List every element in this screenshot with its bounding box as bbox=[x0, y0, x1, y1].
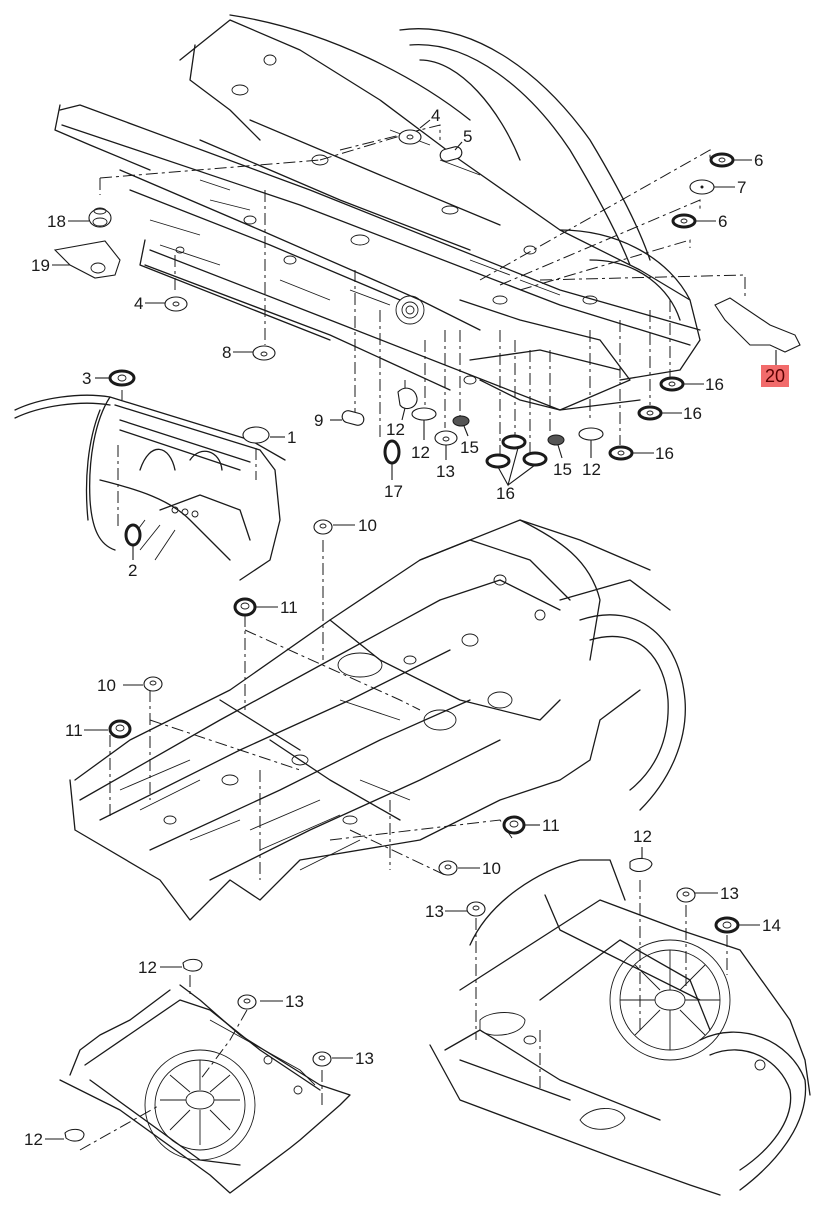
rear-section-drawing bbox=[429, 847, 811, 1196]
floor-pan-drawing bbox=[69, 519, 686, 921]
part-13-rear-left bbox=[466, 901, 486, 917]
callout-10: 10 bbox=[358, 516, 377, 535]
part-11-top bbox=[233, 597, 257, 617]
callout-17: 17 bbox=[384, 482, 403, 501]
callout-11: 11 bbox=[280, 598, 298, 617]
part-5 bbox=[439, 146, 463, 162]
part-9 bbox=[341, 410, 365, 426]
callout-10: 10 bbox=[97, 676, 116, 695]
part-16-c bbox=[608, 445, 634, 461]
callout-5: 5 bbox=[463, 127, 473, 146]
callout-8: 8 bbox=[222, 343, 232, 362]
callout-12: 12 bbox=[633, 827, 652, 846]
callout-2: 2 bbox=[128, 561, 138, 580]
part-16-d2 bbox=[485, 453, 511, 469]
callout-13: 13 bbox=[285, 992, 304, 1011]
callout-12: 12 bbox=[411, 443, 430, 462]
part-11-left bbox=[108, 719, 132, 739]
part-12-c bbox=[578, 427, 604, 441]
part-19 bbox=[53, 240, 121, 279]
callout-19: 19 bbox=[31, 256, 50, 275]
part-10-left bbox=[143, 676, 163, 692]
front-underbody-drawing bbox=[52, 14, 801, 487]
part-12-a bbox=[397, 387, 418, 410]
part-16-d3 bbox=[522, 451, 548, 467]
callout-12: 12 bbox=[582, 460, 601, 479]
part-12-well-top bbox=[182, 958, 203, 972]
callout-14: 14 bbox=[762, 916, 781, 935]
callout-3: 3 bbox=[82, 369, 92, 388]
callout-11: 11 bbox=[542, 816, 560, 835]
part-2 bbox=[124, 523, 142, 547]
callout-12: 12 bbox=[24, 1130, 43, 1149]
part-18 bbox=[88, 207, 112, 228]
callout-13: 13 bbox=[720, 884, 739, 903]
callout-7: 7 bbox=[737, 178, 747, 197]
callout-4: 4 bbox=[134, 294, 144, 313]
callout-12: 12 bbox=[138, 958, 157, 977]
part-10-bottom bbox=[438, 860, 458, 876]
part-8 bbox=[252, 345, 276, 361]
callout-12: 12 bbox=[386, 420, 405, 439]
part-4-top bbox=[398, 129, 422, 145]
spare-wheel-well-drawing bbox=[45, 958, 353, 1194]
part-16-b bbox=[637, 405, 663, 421]
callout-20-highlighted[interactable]: 20 bbox=[761, 365, 790, 387]
part-13-a bbox=[434, 430, 458, 446]
part-1 bbox=[242, 426, 270, 444]
part-3 bbox=[108, 369, 136, 387]
part-4-left bbox=[164, 296, 188, 312]
callout-1: 1 bbox=[287, 428, 297, 447]
callout-6: 6 bbox=[754, 151, 764, 170]
callout-16: 16 bbox=[705, 375, 724, 394]
part-6-bottom bbox=[671, 213, 697, 229]
part-16-a bbox=[659, 376, 685, 392]
part-13-rear-right bbox=[676, 887, 696, 903]
callout-16: 16 bbox=[683, 404, 702, 423]
callout-6: 6 bbox=[718, 212, 728, 231]
callout-10: 10 bbox=[482, 859, 501, 878]
part-12-b bbox=[411, 407, 437, 421]
callout-13: 13 bbox=[436, 462, 455, 481]
part-12-well-bottom bbox=[64, 1128, 85, 1142]
part-15-b bbox=[547, 434, 565, 446]
callout-16: 16 bbox=[496, 484, 515, 503]
callout-13: 13 bbox=[355, 1049, 374, 1068]
part-20 bbox=[714, 297, 801, 353]
callout-11: 11 bbox=[65, 721, 83, 740]
part-11-right bbox=[502, 815, 526, 835]
part-13-well-b bbox=[312, 1051, 332, 1067]
part-6-top bbox=[709, 152, 735, 168]
part-10-top bbox=[313, 519, 333, 535]
part-17 bbox=[383, 439, 401, 465]
callout-4: 4 bbox=[431, 106, 441, 125]
callout-15: 15 bbox=[460, 438, 479, 457]
part-15-a bbox=[452, 415, 470, 427]
part-12-rear bbox=[629, 857, 653, 873]
callout-13: 13 bbox=[425, 902, 444, 921]
side-pillar-drawing bbox=[14, 369, 286, 581]
callout-16: 16 bbox=[655, 444, 674, 463]
part-14 bbox=[714, 916, 740, 934]
callout-15: 15 bbox=[553, 460, 572, 479]
part-13-well-a bbox=[237, 994, 257, 1010]
part-7 bbox=[689, 179, 715, 195]
callout-9: 9 bbox=[314, 411, 324, 430]
part-16-d1 bbox=[501, 434, 527, 450]
callout-18: 18 bbox=[47, 212, 66, 231]
